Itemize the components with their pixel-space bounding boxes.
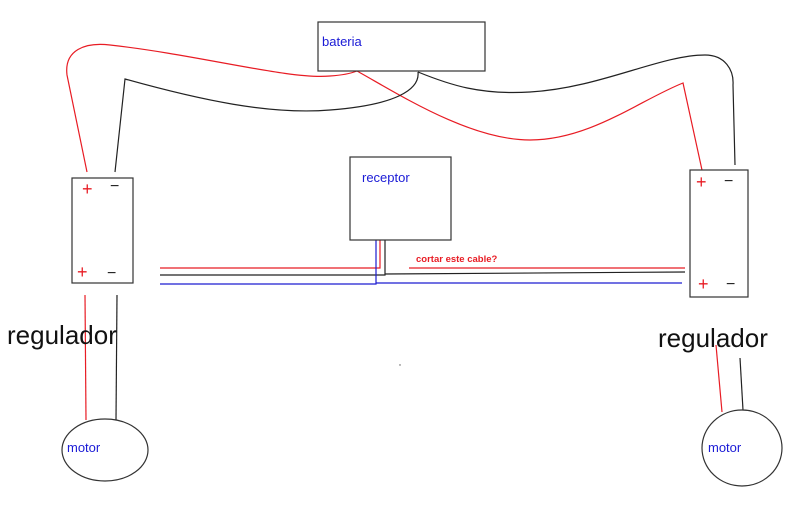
wire-black-left-motor — [115, 294, 118, 421]
regulator-right-box — [689, 169, 749, 298]
wire-black-signal — [160, 240, 686, 276]
question-label: cortar este cable? — [416, 254, 498, 265]
battery-box — [317, 21, 486, 72]
wire-red-battery-right — [356, 70, 703, 171]
plus-sign: + — [77, 262, 88, 282]
battery-label: bateria — [322, 34, 363, 49]
minus-sign: − — [110, 178, 119, 195]
receiver-label: receptor — [362, 170, 410, 185]
regulator-left-label: regulador — [7, 320, 117, 350]
minus-sign: − — [726, 276, 735, 293]
wire-red-battery-left — [66, 43, 358, 173]
regulator-right-label: regulador — [658, 323, 768, 353]
motor-left-circle — [61, 418, 149, 482]
wire-red-left-motor — [84, 294, 87, 421]
wire-red-signal — [160, 240, 685, 269]
stray-dot — [399, 364, 401, 366]
minus-sign: − — [724, 173, 733, 190]
motor-right-circle — [701, 409, 783, 487]
regulator-left-box — [71, 177, 134, 284]
plus-sign: + — [696, 172, 707, 192]
wire-red-right-motor — [715, 344, 723, 413]
plus-sign: + — [82, 179, 93, 199]
motor-right-label: motor — [708, 440, 742, 455]
receiver-box — [349, 156, 452, 241]
plus-sign: + — [698, 274, 709, 294]
wire-black-battery-right — [417, 54, 736, 166]
minus-sign: − — [107, 265, 116, 282]
motor-left-label: motor — [67, 440, 101, 455]
wire-black-battery-left — [114, 71, 419, 173]
wire-blue-signal — [160, 240, 682, 285]
wire-black-right-motor — [739, 357, 744, 411]
